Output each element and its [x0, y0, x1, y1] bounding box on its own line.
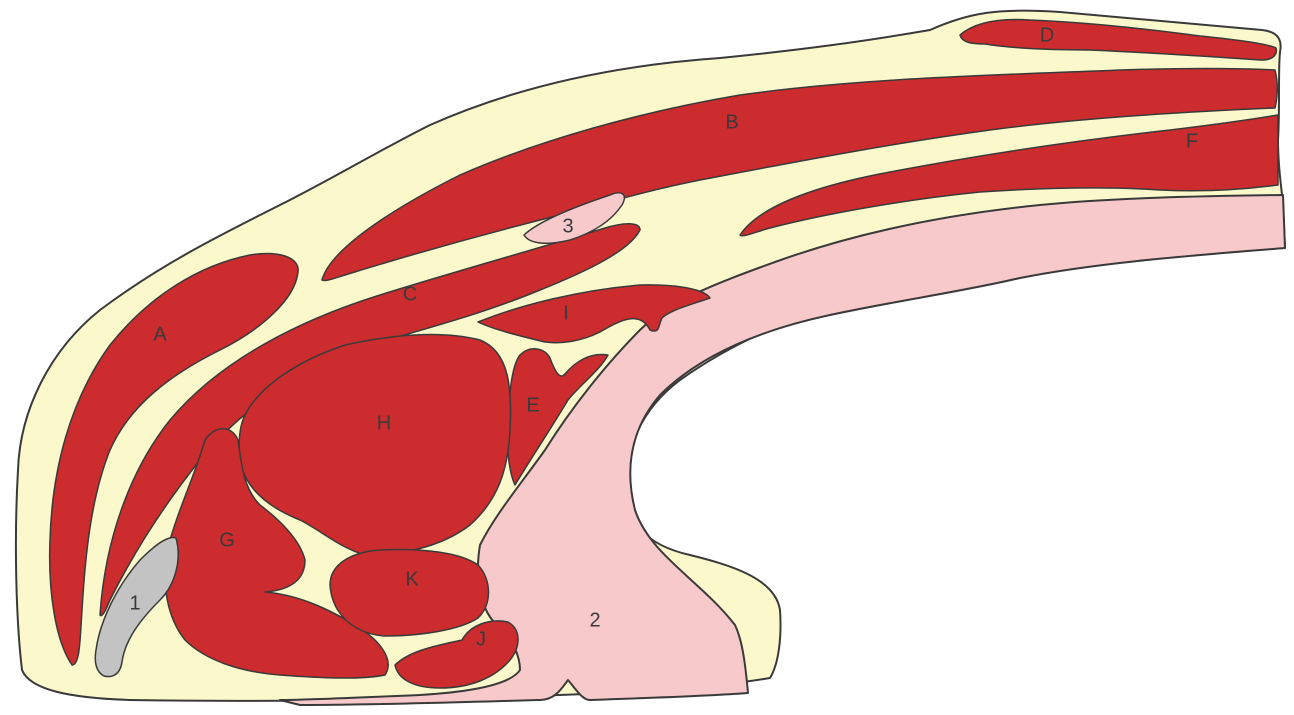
label-J: J: [476, 628, 486, 650]
label-C: C: [403, 283, 417, 305]
label-1: 1: [129, 592, 140, 614]
label-G: G: [219, 529, 235, 551]
label-I: I: [563, 302, 569, 324]
label-D: D: [1040, 24, 1054, 46]
label-H: H: [377, 412, 391, 434]
label-3: 3: [562, 215, 573, 237]
muscle-region-K: [330, 550, 489, 636]
label-A: A: [153, 323, 167, 345]
label-F: F: [1186, 130, 1198, 152]
label-E: E: [526, 394, 539, 416]
label-B: B: [725, 111, 738, 133]
label-K: K: [405, 568, 419, 590]
label-2: 2: [589, 609, 600, 631]
